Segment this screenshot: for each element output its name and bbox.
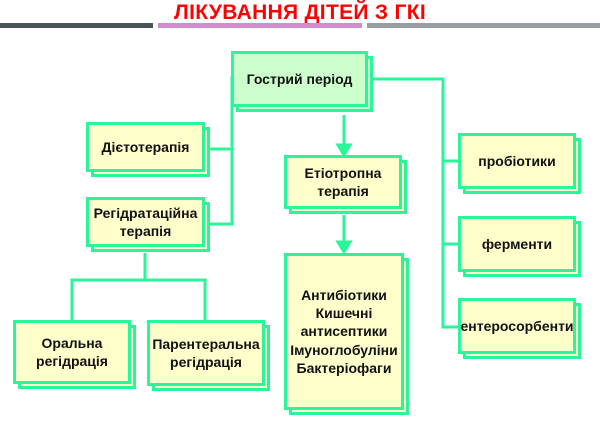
page-title: ЛІКУВАННЯ ДІТЕЙ З ГКІ bbox=[174, 1, 426, 24]
node-oral-rehydration: Оральна регідрація bbox=[13, 320, 136, 389]
divider-left bbox=[0, 23, 153, 28]
item-immunoglobulins: Імуноглобуліни bbox=[290, 341, 398, 358]
divider-right bbox=[367, 23, 600, 28]
node-probiotics: пробіотики bbox=[458, 133, 581, 194]
item-bacteriophages: Бактеріофаги bbox=[296, 359, 392, 376]
node-enterosorbents: ентеросорбенти bbox=[458, 298, 581, 359]
node-enzymes: ферменти bbox=[458, 216, 581, 277]
divider-center bbox=[158, 23, 362, 28]
item-antibiotics: Антибіотики bbox=[301, 287, 387, 304]
node-diet-therapy: Дієтотерапія bbox=[86, 122, 210, 177]
node-rehydration-therapy: Регідратаційна терапія bbox=[86, 197, 210, 252]
node-acute-period: Гострий період bbox=[231, 51, 373, 112]
node-etiotropic-therapy: Етіотропна терапія bbox=[284, 155, 407, 214]
node-parenteral-rehydration: Парентеральна регідрація bbox=[147, 320, 270, 391]
item-intestinal-antiseptics: Кишечні антисептики bbox=[300, 305, 388, 340]
node-etiotropic-items: Антибіотики Кишечні антисептики Імуногло… bbox=[284, 253, 409, 415]
